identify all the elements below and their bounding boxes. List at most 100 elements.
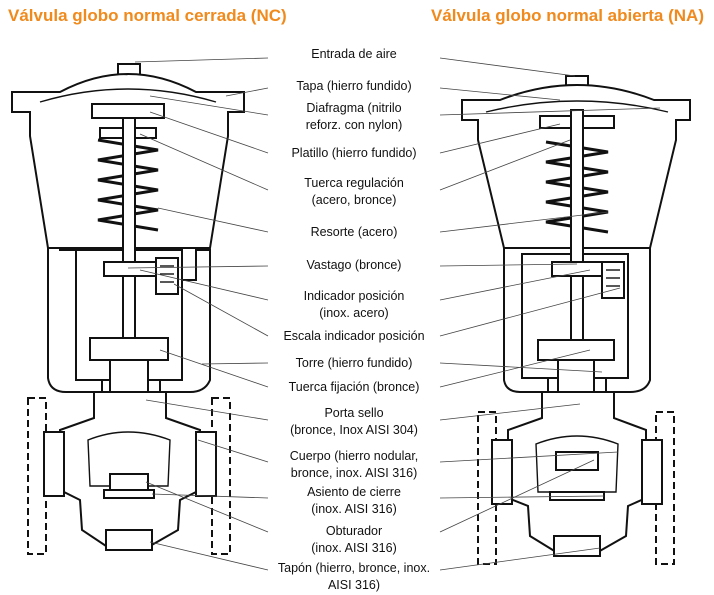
label-escala-indicador: Escala indicador posición	[283, 329, 424, 343]
label-indicador-posicion: Indicador posición (inox. acero)	[304, 289, 405, 320]
na-bottom-plug	[553, 535, 601, 557]
valve-na	[461, 75, 691, 565]
leader-entrada-aire-nc	[134, 57, 269, 63]
leader-escala-indicador-nc	[173, 283, 269, 337]
label-cuerpo-line-2: bronce, inox. AISI 316)	[291, 466, 417, 480]
nc-plate	[91, 103, 165, 119]
nc-port-right	[195, 431, 217, 497]
leader-entrada-aire-na	[439, 57, 576, 77]
na-scale	[601, 261, 625, 299]
label-asiento-cierre-line-1: Asiento de cierre	[307, 485, 401, 499]
na-diaphragm	[485, 100, 669, 113]
leader-platillo-nc	[149, 111, 269, 154]
label-obturador-line-2: (inox. AISI 316)	[311, 541, 396, 555]
leader-cuerpo-nc	[197, 439, 269, 463]
leader-asiento-cierre-na	[439, 495, 605, 499]
label-tapa-line-1: Tapa (hierro fundido)	[296, 79, 411, 93]
leader-escala-indicador-na	[439, 287, 621, 337]
label-platillo: Platillo (hierro fundido)	[291, 146, 416, 160]
nc-lock-nut	[89, 337, 169, 361]
na-port-left	[491, 439, 513, 505]
nc-plug	[109, 473, 149, 491]
label-tapon-line-2: AISI 316)	[328, 578, 380, 592]
label-entrada-aire-line-1: Entrada de aire	[311, 47, 397, 61]
label-tuerca-regulacion-line-1: Tuerca regulación	[304, 176, 404, 190]
label-obturador: Obturador (inox. AISI 316)	[311, 524, 396, 555]
leader-vastago-nc	[127, 265, 269, 269]
title-normally-closed: Válvula globo normal cerrada (NC)	[8, 6, 287, 25]
leader-porta-sello-na	[439, 403, 581, 421]
title-normally-open: Válvula globo normal abierta (NA)	[431, 6, 704, 25]
label-resorte: Resorte (acero)	[311, 225, 398, 239]
leader-tuerca-fijacion-na	[439, 349, 591, 388]
nc-port-left	[43, 431, 65, 497]
label-porta-sello: Porta sello (bronce, Inox AISI 304)	[290, 406, 418, 437]
label-indicador-posicion-line-2: (inox. acero)	[319, 306, 388, 320]
leader-cuerpo-na	[439, 451, 619, 463]
leader-tapon-na	[439, 547, 601, 571]
label-diafragma-line-2: reforz. con nylon)	[306, 118, 403, 132]
leader-tapa-na	[439, 87, 561, 101]
label-escala-indicador-line-1: Escala indicador posición	[283, 329, 424, 343]
label-platillo-line-1: Platillo (hierro fundido)	[291, 146, 416, 160]
leader-indicador-posicion-na	[439, 269, 591, 301]
label-vastago-line-1: Vastago (bronce)	[307, 258, 402, 272]
label-porta-sello-line-2: (bronce, Inox AISI 304)	[290, 423, 418, 437]
label-torre: Torre (hierro fundido)	[296, 356, 413, 370]
nc-seat	[103, 489, 155, 499]
leader-torre-na	[439, 362, 603, 373]
label-vastago: Vastago (bronce)	[307, 258, 402, 272]
nc-diaphragm	[39, 88, 217, 103]
label-tapon-line-1: Tapón (hierro, bronce, inox.	[278, 561, 430, 575]
na-port-right	[641, 439, 663, 505]
na-plug	[555, 451, 599, 471]
nc-indicator	[103, 261, 157, 277]
leader-tuerca-regulacion-na	[439, 139, 571, 191]
leader-asiento-cierre-nc	[151, 493, 269, 499]
label-tuerca-regulacion: Tuerca regulación (acero, bronce)	[304, 176, 404, 207]
leader-porta-sello-nc	[145, 399, 269, 421]
leader-obturador-na	[439, 459, 595, 533]
label-resorte-line-1: Resorte (acero)	[311, 225, 398, 239]
label-asiento-cierre: Asiento de cierre (inox. AISI 316)	[307, 485, 401, 516]
leader-lines	[127, 57, 661, 571]
na-lock-nut	[537, 339, 615, 361]
leader-platillo-na	[439, 123, 561, 154]
label-cuerpo: Cuerpo (hierro nodular, bronce, inox. AIS…	[290, 449, 419, 480]
nc-flange-left	[27, 397, 47, 555]
leader-torre-nc	[201, 362, 269, 365]
leader-resorte-na	[439, 211, 609, 233]
leader-tuerca-regulacion-nc	[139, 133, 269, 191]
label-tuerca-regulacion-line-2: (acero, bronce)	[312, 193, 397, 207]
label-diafragma: Diafragma (nitrilo reforz. con nylon)	[306, 101, 403, 132]
na-body-chamber	[535, 435, 619, 493]
leader-diafragma-nc	[149, 95, 269, 116]
leader-indicador-posicion-nc	[139, 269, 269, 301]
label-cuerpo-line-1: Cuerpo (hierro nodular,	[290, 449, 419, 463]
label-obturador-line-1: Obturador	[326, 524, 382, 538]
leader-resorte-nc	[157, 207, 269, 233]
label-tuerca-fijacion: Tuerca fijación (bronce)	[289, 380, 420, 394]
label-torre-line-1: Torre (hierro fundido)	[296, 356, 413, 370]
na-body	[507, 391, 647, 553]
leader-tuerca-fijacion-nc	[159, 349, 269, 388]
label-entrada-aire: Entrada de aire	[311, 47, 397, 61]
leader-diafragma-na	[439, 107, 661, 116]
leader-obturador-nc	[145, 481, 269, 533]
valve-nc	[11, 63, 245, 555]
label-asiento-cierre-line-2: (inox. AISI 316)	[311, 502, 396, 516]
label-tuerca-fijacion-line-1: Tuerca fijación (bronce)	[289, 380, 420, 394]
label-tapa: Tapa (hierro fundido)	[296, 79, 411, 93]
leader-tapa-nc	[225, 87, 269, 97]
nc-body-chamber	[87, 431, 171, 487]
label-tapon: Tapón (hierro, bronce, inox. AISI 316)	[278, 561, 430, 592]
nc-bottom-plug	[105, 529, 153, 551]
leader-vastago-na	[439, 263, 578, 267]
label-porta-sello-line-1: Porta sello	[324, 406, 383, 420]
label-diafragma-line-1: Diafragma (nitrilo	[306, 101, 401, 115]
nc-body	[59, 391, 201, 547]
label-indicador-posicion-line-1: Indicador posición	[304, 289, 405, 303]
